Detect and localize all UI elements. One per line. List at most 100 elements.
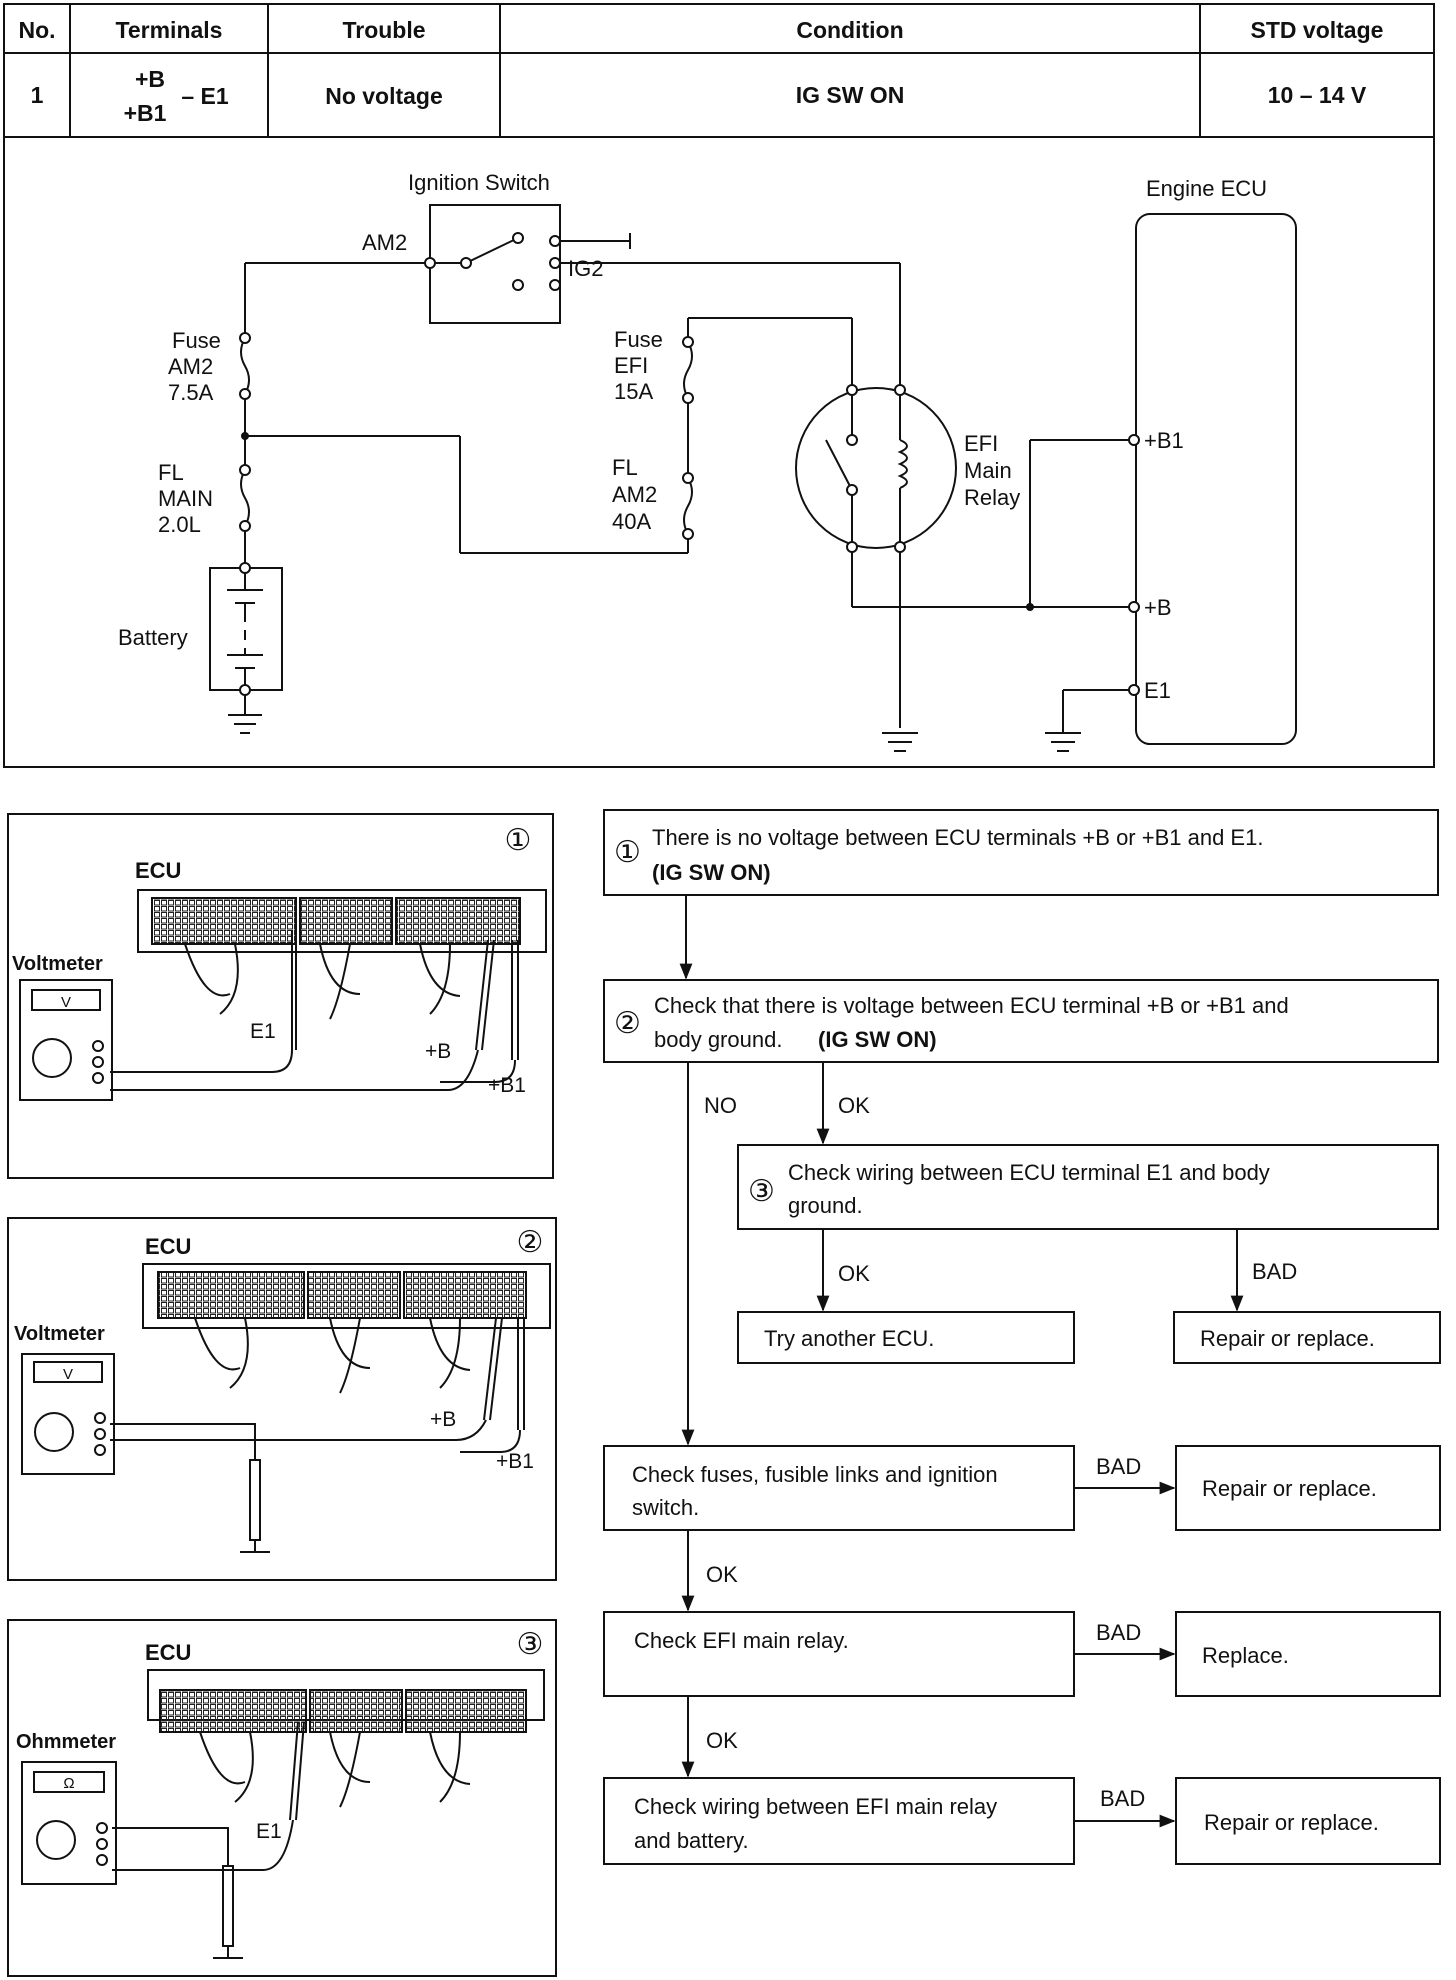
flow-check-relay-text: Check EFI main relay. bbox=[634, 1628, 849, 1653]
panel-2-ecu-label: ECU bbox=[145, 1234, 191, 1259]
flow-check-relay-box bbox=[603, 1611, 1075, 1697]
flow-repair-1-text: Repair or replace. bbox=[1200, 1326, 1375, 1351]
flow-repair-3-text: Repair or replace. bbox=[1204, 1810, 1379, 1835]
panel-1-meter-face: V bbox=[61, 994, 71, 1011]
flow-replace-box bbox=[1175, 1611, 1441, 1697]
ecu-pin-e1-label: E1 bbox=[1144, 678, 1171, 703]
flow-step-3-number: ③ bbox=[748, 1175, 775, 1208]
flow-check-wiring-line1: Check wiring between EFI main relay bbox=[634, 1794, 997, 1819]
engine-ecu-label: Engine ECU bbox=[1146, 176, 1267, 201]
probe-panel-2: ② ECU Voltmeter V +B +B1 bbox=[7, 1217, 557, 1581]
flow-no-label: NO bbox=[704, 1093, 737, 1118]
flow-repair-2-text: Repair or replace. bbox=[1202, 1476, 1377, 1501]
flow-step-2-line2a: body ground. bbox=[654, 1027, 782, 1052]
panel-3-ecu-label: ECU bbox=[145, 1640, 191, 1665]
header-trouble: Trouble bbox=[342, 17, 425, 43]
panel-1-probe-b1: +B1 bbox=[488, 1074, 526, 1097]
panel-3-probe-e1: E1 bbox=[256, 1820, 282, 1843]
fl-main-label-1: FL bbox=[158, 460, 184, 485]
efi-relay-label-2: Main bbox=[964, 458, 1012, 483]
flow-try-ecu-box bbox=[737, 1311, 1075, 1364]
flow-bad-label-1: BAD bbox=[1252, 1259, 1297, 1284]
flow-step-2-line2b: (IG SW ON) bbox=[818, 1027, 937, 1052]
flow-step-1-line2: (IG SW ON) bbox=[652, 860, 771, 885]
cell-condition: IG SW ON bbox=[796, 82, 905, 108]
ohmmeter-illustration bbox=[21, 1761, 117, 1885]
ecu-pin-b1-label: +B1 bbox=[1144, 428, 1184, 453]
voltmeter-illustration bbox=[19, 979, 113, 1101]
probe-panel-1: ① ECU Voltmeter V E1 +B +B1 bbox=[7, 813, 554, 1179]
flow-step-3-line1: Check wiring between ECU terminal E1 and… bbox=[788, 1160, 1270, 1185]
fuse-am2-label-1: Fuse bbox=[172, 328, 221, 353]
flow-ok-label-2: OK bbox=[838, 1261, 870, 1286]
flow-bad-label-4: BAD bbox=[1100, 1786, 1145, 1811]
fl-am2-label-2: AM2 bbox=[612, 482, 657, 507]
efi-main-relay bbox=[795, 387, 957, 549]
flow-repair-3-box bbox=[1175, 1777, 1441, 1865]
flow-ok-label-4: OK bbox=[706, 1728, 738, 1753]
flow-repair-2-box bbox=[1175, 1445, 1441, 1531]
ecu-connector-illustration bbox=[110, 1263, 551, 1553]
fl-main-label-2: MAIN bbox=[158, 486, 213, 511]
troubleshooting-flowchart: ① There is no voltage between ECU termin… bbox=[603, 809, 1441, 1865]
ecu-connector-illustration bbox=[112, 1669, 545, 1959]
header-condition: Condition bbox=[796, 17, 903, 43]
battery-label: Battery bbox=[118, 625, 188, 650]
flow-step-2-number: ② bbox=[614, 1007, 641, 1040]
flow-step-2-line1: Check that there is voltage between ECU … bbox=[654, 993, 1289, 1018]
flow-check-fuses-line1: Check fuses, fusible links and ignition bbox=[632, 1462, 998, 1487]
header-terminals: Terminals bbox=[116, 17, 223, 43]
panel-1-probe-e1: E1 bbox=[250, 1020, 276, 1043]
ecu-pin-b-label: +B bbox=[1144, 595, 1172, 620]
voltmeter-illustration bbox=[21, 1353, 115, 1475]
am2-label: AM2 bbox=[362, 230, 407, 255]
flow-ok-label-3: OK bbox=[706, 1562, 738, 1587]
panel-2-meter-face: V bbox=[63, 1366, 73, 1383]
cell-std-voltage: 10 – 14 V bbox=[1268, 82, 1367, 108]
cell-no: 1 bbox=[31, 82, 44, 108]
fuse-efi-label-2: EFI bbox=[614, 353, 648, 378]
panel-1-meter-label: Voltmeter bbox=[12, 953, 103, 975]
cell-terminal-b: +B bbox=[135, 66, 165, 92]
flow-bad-label-2: BAD bbox=[1096, 1454, 1141, 1479]
fuse-efi-label-3: 15A bbox=[614, 379, 653, 404]
efi-relay-label-1: EFI bbox=[964, 431, 998, 456]
flow-repair-1-box bbox=[1173, 1311, 1441, 1364]
fuse-am2-label-2: AM2 bbox=[168, 354, 213, 379]
wiring-schematic: Ignition Switch AM2 IG2 Engine ECU Fuse … bbox=[3, 136, 1435, 768]
panel-2-number: ② bbox=[517, 1226, 544, 1259]
cell-terminal-b1: +B1 bbox=[124, 100, 167, 126]
flow-step-3-box bbox=[737, 1144, 1439, 1230]
flow-step-1-box bbox=[603, 809, 1439, 896]
panel-2-probe-b: +B bbox=[430, 1408, 456, 1431]
header-no: No. bbox=[18, 17, 55, 43]
panel-3-number: ③ bbox=[517, 1628, 544, 1661]
panel-3-meter-label: Ohmmeter bbox=[16, 1731, 116, 1753]
fl-am2-label-1: FL bbox=[612, 455, 638, 480]
flow-check-wiring-line2: and battery. bbox=[634, 1828, 749, 1853]
fuse-efi-label-1: Fuse bbox=[614, 327, 663, 352]
panel-2-meter-label: Voltmeter bbox=[14, 1323, 105, 1345]
panel-3-meter-face: Ω bbox=[63, 1775, 74, 1792]
panel-1-number: ① bbox=[505, 824, 532, 857]
cell-terminal-e1: – E1 bbox=[181, 83, 229, 109]
panel-1-ecu-label: ECU bbox=[135, 858, 181, 883]
flow-step-2-box bbox=[603, 979, 1439, 1063]
panel-2-probe-b1: +B1 bbox=[496, 1450, 534, 1473]
ignition-switch-label: Ignition Switch bbox=[408, 170, 550, 195]
flow-step-1-number: ① bbox=[614, 836, 641, 869]
flow-step-1-line1: There is no voltage between ECU terminal… bbox=[652, 825, 1263, 850]
flow-check-fuses-line2: switch. bbox=[632, 1495, 699, 1520]
flow-replace-text: Replace. bbox=[1202, 1643, 1289, 1668]
probe-panel-3: ③ ECU Ohmmeter Ω E1 bbox=[7, 1619, 557, 1977]
fuse-am2-label-3: 7.5A bbox=[168, 380, 214, 405]
flow-bad-label-3: BAD bbox=[1096, 1620, 1141, 1645]
flow-step-3-line2: ground. bbox=[788, 1193, 863, 1218]
flow-try-ecu-text: Try another ECU. bbox=[764, 1326, 934, 1351]
fl-main-label-3: 2.0L bbox=[158, 512, 201, 537]
efi-relay-label-3: Relay bbox=[964, 485, 1020, 510]
header-std-voltage: STD voltage bbox=[1251, 17, 1384, 43]
cell-trouble: No voltage bbox=[325, 83, 443, 109]
panel-1-probe-b: +B bbox=[425, 1040, 451, 1063]
